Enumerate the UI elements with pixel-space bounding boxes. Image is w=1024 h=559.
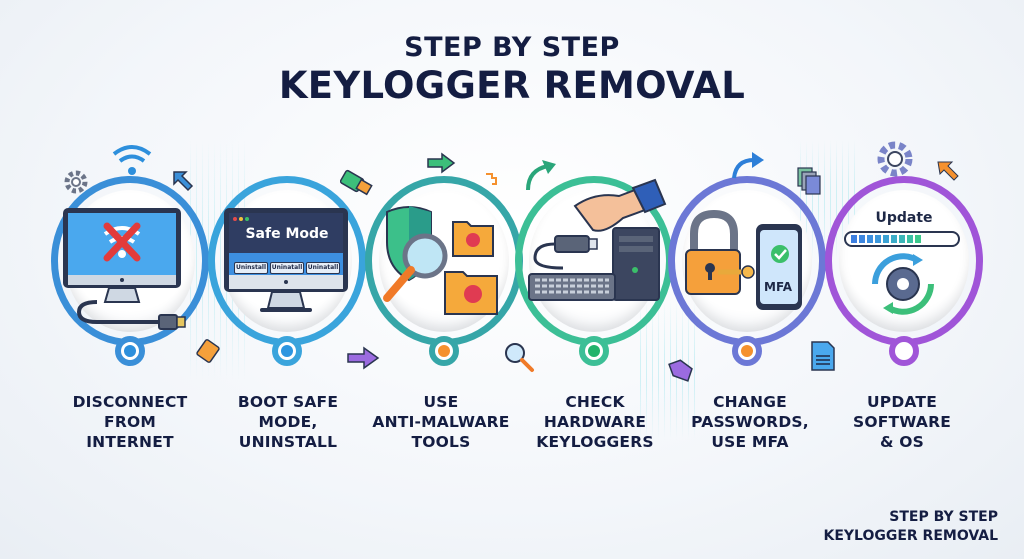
hand-usb-keyboard-pc-icon bbox=[528, 178, 667, 301]
step-3-label: USE ANTI-MALWARE TOOLS bbox=[372, 393, 510, 451]
shield-magnifier-virus-folder-icon bbox=[383, 206, 498, 315]
step-ring-inner bbox=[839, 190, 969, 332]
page-title: STEP BY STEP KEYLOGGER REMOVAL bbox=[0, 34, 1024, 104]
step-node bbox=[115, 336, 145, 366]
step-node bbox=[272, 336, 302, 366]
step-1-label: DISCONNECT FROM INTERNET bbox=[72, 393, 188, 451]
step-1-disconnect bbox=[51, 176, 209, 376]
documents-icon bbox=[797, 167, 821, 195]
gear-icon bbox=[877, 141, 913, 177]
step-4-label: CHECK HARDWARE KEYLOGGERS bbox=[536, 393, 654, 451]
step-node bbox=[732, 336, 762, 366]
update-progress-gear-icon bbox=[844, 231, 960, 315]
arrow-right-icon bbox=[427, 152, 456, 174]
step-node bbox=[889, 336, 919, 366]
safe-mode-title: Safe Mode bbox=[245, 226, 329, 242]
curved-arrow-icon bbox=[732, 152, 764, 179]
step-node bbox=[579, 336, 609, 366]
arrow-up-left-icon bbox=[173, 171, 194, 192]
mfa-label: MFA bbox=[764, 280, 793, 294]
step-4-hardware-check bbox=[515, 176, 673, 376]
step-5-passwords-mfa: MFA bbox=[668, 176, 826, 376]
gear-icon bbox=[64, 170, 88, 194]
uninstall-button-1[interactable]: Uninstall bbox=[234, 262, 268, 274]
small-orange-icon bbox=[486, 173, 497, 185]
step-6-label: UPDATE SOFTWARE & OS bbox=[852, 393, 952, 451]
title-line-1: STEP BY STEP bbox=[404, 32, 620, 63]
safe-mode-monitor-icon bbox=[224, 208, 348, 312]
title-line-2: KEYLOGGER REMOVAL bbox=[278, 64, 746, 107]
ethernet-plug-icon bbox=[340, 169, 373, 196]
sd-card-icon bbox=[196, 339, 220, 363]
padlock-key-phone-mfa-icon bbox=[685, 209, 802, 310]
step-2-safe-mode: Safe Mode Uninstall Uninatall Uninatall bbox=[208, 176, 366, 376]
magnifier-icon bbox=[505, 343, 534, 372]
uninstall-buttons: Uninstall Uninatall Uninatall bbox=[232, 262, 342, 274]
step-6-update: Update bbox=[825, 176, 983, 376]
uninstall-button-2[interactable]: Uninatall bbox=[270, 262, 304, 274]
curved-arrow-icon bbox=[526, 160, 556, 191]
step-node bbox=[429, 336, 459, 366]
price-tag-icon bbox=[668, 359, 693, 382]
monitor-no-wifi-icon bbox=[63, 208, 186, 330]
step-2-label: BOOT SAFE MODE, UNINSTALL bbox=[237, 393, 339, 451]
wifi-icon bbox=[112, 145, 152, 175]
step-3-anti-malware bbox=[365, 176, 523, 376]
document-icon bbox=[811, 341, 835, 371]
step-5-label: CHANGE PASSWORDS, USE MFA bbox=[691, 393, 809, 451]
update-title: Update bbox=[875, 210, 933, 226]
uninstall-button-3[interactable]: Uninatall bbox=[306, 262, 340, 274]
purple-arrow-icon bbox=[347, 346, 380, 370]
footer-caption: STEP BY STEP KEYLOGGER REMOVAL bbox=[823, 509, 998, 544]
cursor-arrow-icon bbox=[937, 161, 959, 181]
